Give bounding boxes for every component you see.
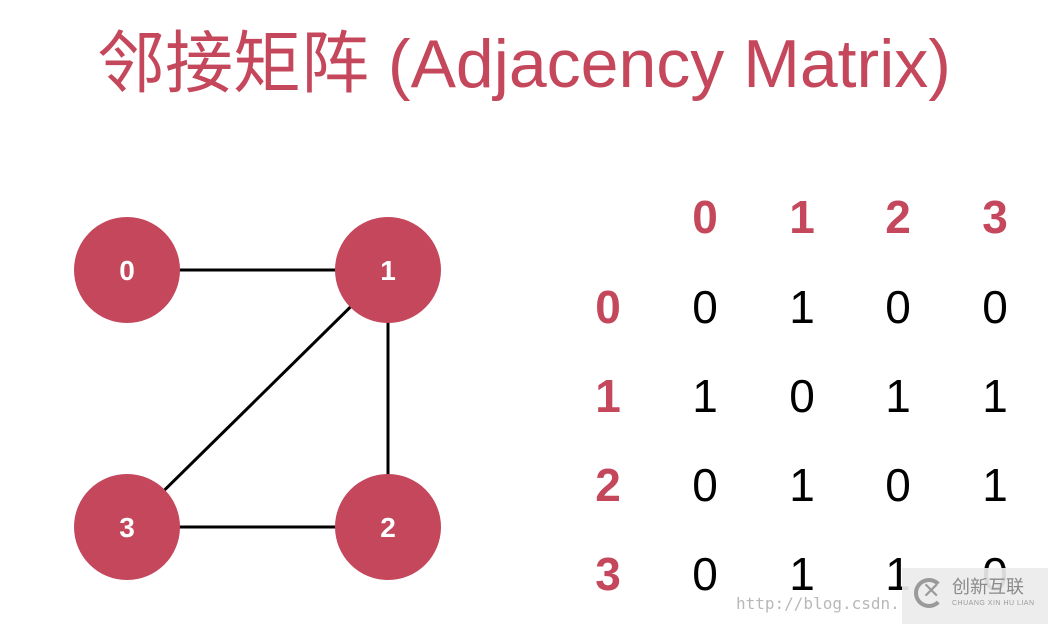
matrix-cell: 0 — [982, 281, 1008, 333]
matrix-cell: 1 — [982, 370, 1008, 422]
matrix-cell: 0 — [789, 370, 815, 422]
matrix-cell: 0 — [692, 281, 718, 333]
node-1-label: 1 — [380, 255, 396, 286]
col-header-2: 2 — [885, 191, 911, 243]
watermark-url: http://blog.csdn. — [736, 594, 900, 613]
node-0-label: 0 — [119, 255, 135, 286]
row-header-1: 1 — [595, 370, 621, 422]
watermark-brand-en: CHUANG XIN HU LIAN — [952, 600, 1035, 607]
page-title: 邻接矩阵 (Adjacency Matrix) — [97, 26, 951, 102]
node-0: 0 — [74, 217, 180, 323]
col-header-3: 3 — [982, 191, 1008, 243]
col-header-1: 1 — [789, 191, 815, 243]
matrix-cell: 0 — [692, 548, 718, 600]
brand-x-icon: ✕ — [922, 578, 941, 603]
watermark-logo: ✕ 创新互联 CHUANG XIN HU LIAN — [902, 568, 1048, 624]
matrix-cell: 0 — [885, 459, 911, 511]
node-2-label: 2 — [380, 512, 396, 543]
matrix-cell: 1 — [692, 370, 718, 422]
watermark-brand-cn: 创新互联 — [952, 577, 1024, 597]
matrix-cell: 1 — [982, 459, 1008, 511]
row-header-3: 3 — [595, 548, 621, 600]
matrix-cell: 1 — [789, 548, 815, 600]
node-1: 1 — [335, 217, 441, 323]
row-header-0: 0 — [595, 281, 621, 333]
brand-logo-icon — [914, 578, 944, 608]
matrix-cell: 1 — [789, 459, 815, 511]
matrix-cell: 1 — [789, 281, 815, 333]
node-2: 2 — [335, 474, 441, 580]
node-3: 3 — [74, 474, 180, 580]
matrix-cell: 0 — [692, 459, 718, 511]
row-header-2: 2 — [595, 459, 621, 511]
edge-1-3 — [125, 268, 390, 529]
node-3-label: 3 — [119, 512, 135, 543]
col-header-0: 0 — [692, 191, 718, 243]
adjacency-matrix: 0 1 2 3 0 1 2 3 0 1 0 0 1 0 1 1 0 1 0 1 … — [560, 180, 1048, 600]
matrix-cell: 1 — [885, 370, 911, 422]
matrix-cell: 0 — [885, 281, 911, 333]
